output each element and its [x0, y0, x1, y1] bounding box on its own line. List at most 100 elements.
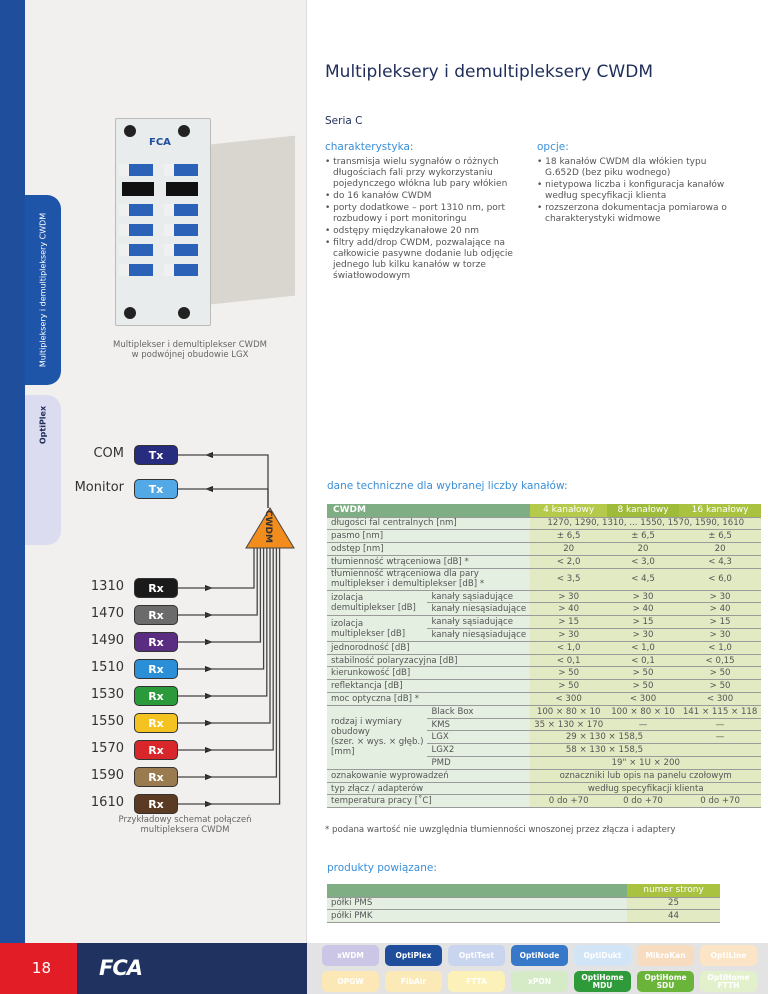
- row-label-line: multiplekser i demultiplekser [dB] *: [331, 579, 485, 590]
- product-family-link[interactable]: OPGW: [322, 971, 379, 992]
- cell: < 0,15: [678, 654, 762, 668]
- cell: ± 6,5: [607, 529, 679, 544]
- cell: —: [607, 718, 679, 732]
- table-row: kanały niesąsiadujące> 30> 30> 30: [327, 628, 762, 642]
- row-label: tłumienność wtrąceniowa [dB] *: [327, 555, 531, 569]
- port-rx-box: Rx: [134, 740, 178, 760]
- sub-label: LGX2: [427, 743, 531, 758]
- cell: < 1,0: [678, 641, 762, 655]
- fiber-line: [178, 548, 262, 643]
- product-family-link[interactable]: OptiDukt: [574, 945, 631, 966]
- table-row: długości fal centralnych [nm]1270, 1290,…: [327, 517, 762, 531]
- footnote: * podana wartość nie uwzględnia tłumienn…: [325, 825, 676, 835]
- row-label: reflektancja [dB]: [327, 679, 531, 694]
- option-item: rozszerzona dokumentacja pomiarowa o cha…: [537, 203, 727, 225]
- port-rx-box: Rx: [134, 713, 178, 733]
- cell: > 30: [678, 628, 762, 642]
- cell: < 300: [530, 692, 608, 706]
- row-label-line: [mm]: [331, 747, 355, 758]
- table-row: kierunkowość [dB]> 50> 50> 50: [327, 666, 762, 681]
- cell: 0 do +70: [607, 794, 679, 809]
- product-family-link[interactable]: OptiHome FTTH: [700, 971, 757, 992]
- row-label-line: obudowy: [331, 727, 370, 738]
- cell: < 3,5: [530, 568, 608, 591]
- header-cell: numer strony: [627, 884, 720, 898]
- cell: 141 × 115 × 118: [678, 705, 762, 719]
- row-label-line: izolacja: [331, 592, 364, 603]
- brand-logo: FCA: [77, 943, 307, 994]
- side-stripe: [0, 0, 25, 943]
- cell: 25: [627, 897, 720, 911]
- product-family-link[interactable]: xWDM: [322, 945, 379, 966]
- row-label-line: multiplekser [dB]: [331, 628, 406, 639]
- cell: < 0,1: [530, 654, 608, 668]
- photo-caption-line: w podwójnej obudowie LGX: [131, 350, 249, 360]
- page-number: 18: [0, 943, 77, 994]
- port-tx-box: Tx: [134, 479, 178, 499]
- table-row: pasmo [nm]± 6,5± 6,5± 6,5: [327, 529, 762, 544]
- option-item: 18 kanałów CWDM dla włókien typu G.652D …: [537, 157, 727, 179]
- cell: według specyfikacji klienta: [530, 782, 762, 796]
- fiber-line: [178, 548, 255, 589]
- fiber-line: [178, 548, 271, 724]
- specs-heading: dane techniczne dla wybranej liczby kana…: [327, 480, 568, 492]
- sub-label: KMS: [427, 718, 531, 732]
- port-label: Monitor: [74, 480, 124, 495]
- port-rx-box: Rx: [134, 794, 178, 814]
- cell: 0 do +70: [678, 794, 762, 809]
- port-rx-box: Rx: [134, 605, 178, 625]
- table-row: stabilność polaryzacyjna [dB]< 0,1< 0,1<…: [327, 654, 762, 668]
- cell: > 30: [678, 590, 762, 604]
- sub-label: PMD: [427, 756, 531, 770]
- product-family-link[interactable]: xPON: [511, 971, 568, 992]
- row-label: jednorodność [dB]: [327, 641, 531, 655]
- cell: 100 × 80 × 10: [530, 705, 608, 719]
- row-label: długości fal centralnych [nm]: [327, 517, 531, 531]
- product-family-link[interactable]: OptiLine: [700, 945, 757, 966]
- cell: > 15: [607, 615, 679, 630]
- product-family-link[interactable]: OptiPlex: [385, 945, 442, 966]
- port-rx-box: Rx: [134, 659, 178, 679]
- cell: < 4,3: [678, 555, 762, 569]
- product-photo: FCA: [115, 118, 211, 326]
- cell: < 1,0: [530, 641, 608, 655]
- cell: > 50: [607, 666, 679, 681]
- options-heading: opcje:: [537, 141, 569, 153]
- cell: > 30: [607, 628, 679, 642]
- row-label: oznakowanie wyprowadzeń: [327, 769, 531, 783]
- table-row: kanały niesąsiadujące> 40> 40> 40: [327, 602, 762, 617]
- product-family-link[interactable]: OptiHome MDU: [574, 971, 631, 992]
- option-item: nietypowa liczba i konfiguracja kanałów …: [537, 180, 727, 202]
- cell: [678, 743, 762, 758]
- product-family-tab: OptiPlex: [25, 395, 61, 545]
- port-rx-box: Rx: [134, 767, 178, 787]
- header-cell: 16 kanałowy: [678, 504, 762, 518]
- row-label: typ złącz / adapterów: [327, 782, 531, 796]
- cell: > 40: [678, 602, 762, 617]
- product-logo: FCA: [149, 137, 171, 148]
- cell: oznaczniki lub opis na panelu czołowym: [530, 769, 762, 783]
- product-family-link[interactable]: FibAir: [385, 971, 442, 992]
- row-label: moc optyczna [dB] *: [327, 692, 531, 706]
- product-family-link[interactable]: OptiTest: [448, 945, 505, 966]
- cell: 19" × 1U × 200: [530, 756, 762, 770]
- brand-logo-text: FCA: [99, 956, 143, 980]
- cell: < 300: [607, 692, 679, 706]
- product-family-link[interactable]: MikroKan: [637, 945, 694, 966]
- port-label: 1490: [90, 633, 124, 648]
- product-family-link[interactable]: FTTA: [448, 971, 505, 992]
- product-family-link[interactable]: OptiNode: [511, 945, 568, 966]
- product-family-link[interactable]: OptiHome SDU: [637, 971, 694, 992]
- table-row: tłumienność wtrąceniowa [dB] *< 2,0< 3,0…: [327, 555, 762, 569]
- cell: ± 6,5: [678, 529, 762, 544]
- cell: 35 × 130 × 170: [530, 718, 608, 732]
- row-label-line: (szer. × wys. × głęb.): [331, 737, 424, 748]
